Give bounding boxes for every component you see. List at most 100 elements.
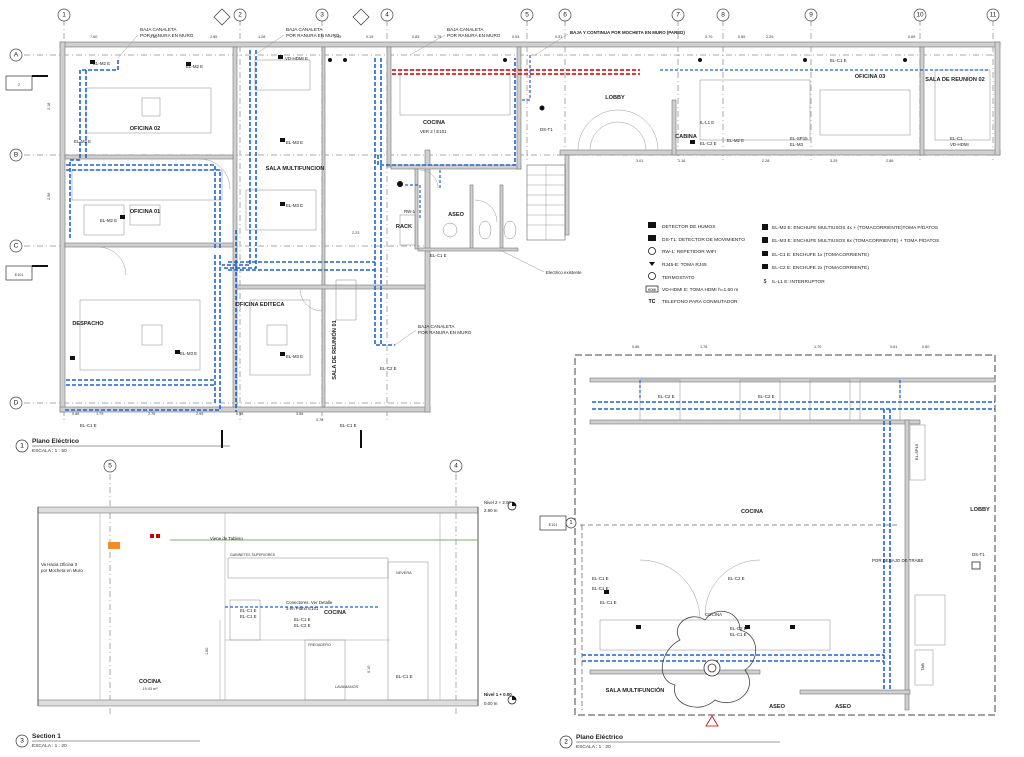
svg-text:EL-C1: EL-C1 [950,136,963,141]
svg-text:EL-C1 E: EL-C1 E [240,608,257,613]
svg-text:VD-HDMI E: VD-HDMI E [285,56,308,61]
svg-text:1.79: 1.79 [96,412,103,416]
outlet-1x-icon [762,251,768,256]
svg-text:0.10: 0.10 [367,666,371,673]
svg-text:EL-M2 E: EL-M2 E [93,61,110,66]
room-aseo: ASEO [448,212,465,218]
room-rack: RACK [396,224,412,230]
doors [97,109,659,312]
multiuse-4x-icon [762,224,768,230]
svg-text:0.69: 0.69 [908,35,915,39]
svg-text:0.00 m: 0.00 m [484,701,498,706]
plan1-callouts: BAJA CANALETA POR RANURA EN MURO BAJA CA… [117,27,685,346]
room-oficina-01: OFICINA 01 [130,209,161,215]
view-title-3: 3 Section 1 ESCALA : 1 : 20 [15,733,200,749]
grid-bubble-5: 5 [520,8,534,22]
grid-bubble-2: 2 [233,8,247,22]
svg-text:EL-M2 E: EL-M2 E [74,139,91,144]
svg-text:Electrico existente: Electrico existente [546,270,582,275]
svg-text:RW-1: REPETIDOR WIFI: RW-1: REPETIDOR WIFI [662,249,716,255]
svg-text:EL-C2 E: EL-C2 E [294,623,311,628]
grid-bubble-B: B [9,148,23,162]
svg-text:POR RANURA EN MURO: POR RANURA EN MURO [418,330,472,335]
grid-bubble-8: 8 [716,8,730,22]
svg-text:1.28: 1.28 [258,35,265,39]
svg-text:3.56: 3.56 [296,412,303,416]
svg-text:3 en Plano E101: 3 en Plano E101 [286,606,319,611]
svg-text:EL-C2 E: EL-C2 E [730,626,747,631]
room-sala-reunion-01: SALA DE REUNIÓN 01 [330,320,338,379]
plan1-device-symbols [70,55,907,360]
svg-text:NEVERA: NEVERA [396,571,412,575]
svg-text:HDMI: HDMI [648,288,656,292]
svg-text:SALA MULTIFUNCIÓN: SALA MULTIFUNCIÓN [606,686,665,694]
svg-text:0.86: 0.86 [72,412,79,416]
svg-text:EL-C1 E: EL-C1 E [430,253,447,258]
svg-text:D: D [14,400,19,407]
grid-bubble-A: A [9,48,23,62]
plan1-dimensions: 7.60 2.60 2.85 1.28 2.95 0.15 0.83 1.75 … [47,35,915,422]
grid-bubble-4: 4 [380,8,394,22]
svg-text:3.29: 3.29 [830,159,837,163]
svg-text:1: 1 [570,520,573,526]
legend: DETECTOR DE HUMOS DS-T1: DETECTOR DE MOV… [645,222,939,305]
furniture [71,59,991,376]
svg-text:IL-L1 E: INTERRUPTOR: IL-L1 E: INTERRUPTOR [772,279,825,285]
svg-text:EL-M3 E: EL-M3 E [286,354,303,359]
room-sala-multifuncion: SALA MULTIFUNCION [266,166,325,172]
svg-text:0.83: 0.83 [412,35,419,39]
svg-text:POR RANURA EN MURO: POR RANURA EN MURO [447,33,501,38]
svg-text:7.60: 7.60 [90,35,97,39]
svg-text:Nivel 2 + 2.90: Nivel 2 + 2.90 [484,500,512,505]
svg-text:EL-M2 E: EL-M2 E [186,64,203,69]
svg-text:EL-C1 E: EL-C1 E [592,576,609,581]
svg-text:EL-M2 E: EL-M2 E [100,218,117,223]
room-lobby: LOBBY [605,95,625,101]
grid-bubble-1: 1 [57,8,71,22]
svg-text:TERMOSTATO: TERMOSTATO [662,275,695,281]
cocina-ref: VER 2 / E101 [420,129,447,134]
grid-bubble-C: C [9,239,23,253]
svg-text:BAJA Y CONTINUA POR MOCHETA EN: BAJA Y CONTINUA POR MOCHETA EN MURO (PAR… [570,30,685,35]
svg-text:0.15: 0.15 [366,35,373,39]
svg-text:B: B [14,152,18,159]
svg-text:A: A [14,52,19,59]
grid-bubble-3: 3 [315,8,329,22]
room-oficina-02: OFICINA 02 [130,126,161,132]
svg-text:2.60: 2.60 [150,35,157,39]
view-scale: ESCALA : 1 : 50 [32,448,67,454]
section-grid-4: 4 [449,459,463,473]
svg-text:2.25: 2.25 [766,35,773,39]
svg-text:FREGADERO: FREGADERO [308,643,331,647]
grid-bubble-11: 11 [986,8,1000,22]
svg-text:EL-C2 E: ENCHUFE 2x (TOMACORRI: EL-C2 E: ENCHUFE 2x (TOMACORRIENTE) [772,265,869,271]
svg-text:EL-M2 E: ENCHUFE MULTIUSOS 4x: EL-M2 E: ENCHUFE MULTIUSOS 4x + (TOMACOR… [772,225,938,231]
svg-text:BAJA CANALETA: BAJA CANALETA [447,27,484,32]
grid-row-bubbles: A B C D [9,48,23,410]
view-title-1: 1 Plano Eléctrico ESCALA : 1 : 50 [15,438,230,454]
section-1: 5 4 GABINETES SUPERIORES NEVERA FREGADER… [37,459,517,715]
svg-text:COCINA: COCINA [741,509,763,515]
svg-text:BAJA CANALETA: BAJA CANALETA [418,324,455,329]
svg-text:VD-HDMI E: TOMA HDMI h=1.60 m: VD-HDMI E: TOMA HDMI h=1.60 m [662,287,738,293]
svg-text:EL-C2 E: EL-C2 E [658,394,675,399]
svg-text:ESCALA : 1 : 20: ESCALA : 1 : 20 [32,743,67,749]
svg-text:GABINETES SUPERIORES: GABINETES SUPERIORES [230,553,276,557]
svg-text:Plano Eléctrico: Plano Eléctrico [576,734,623,741]
room-oficina-03: OFICINA 03 [855,74,886,80]
svg-text:VD-HDMI: VD-HDMI [950,142,969,147]
svg-text:EL-C2 E: EL-C2 E [728,576,745,581]
svg-text:1.76: 1.76 [700,345,707,349]
svg-text:0.53: 0.53 [512,35,519,39]
grid-column-bubbles: 1 2 3 4 5 6 7 8 9 10 11 [57,8,1000,22]
svg-text:Section 1: Section 1 [32,733,61,740]
room-cabina: CABINA [675,134,697,140]
svg-text:5: 5 [525,12,529,19]
svg-text:RW-1: RW-1 [404,209,416,214]
telephone-icon: TC [649,299,656,305]
svg-text:8: 8 [721,12,725,19]
svg-text:EL-C2 E: EL-C2 E [380,366,397,371]
hdmi-icon [645,285,659,293]
svg-text:1: 1 [62,12,66,19]
svg-text:TELEFONO PARA CONMUTADOR: TELEFONO PARA CONMUTADOR [662,299,738,305]
